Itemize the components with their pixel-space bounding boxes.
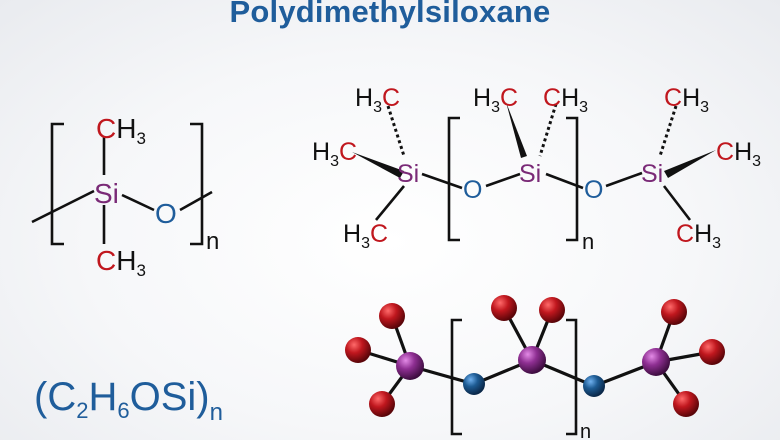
silicon-atom: Si <box>641 160 663 188</box>
left-bracket <box>50 122 64 246</box>
chain-bonds <box>352 102 716 242</box>
carbon-ball <box>673 391 699 417</box>
silicon-atom: Si <box>397 160 419 188</box>
methyl-group: H3C <box>343 220 388 252</box>
methyl-group: H3C <box>473 84 518 116</box>
repeat-unit-structure: CH3 Si O CH3 n <box>31 113 219 280</box>
model-left-bracket <box>450 318 462 436</box>
carbon-ball <box>491 295 517 321</box>
repeat-count-label: n <box>206 228 219 255</box>
silicon-atom: Si <box>519 160 541 188</box>
model-right-bracket <box>566 318 578 436</box>
methyl-group: CH3 <box>676 220 721 252</box>
oxygen-atom: O <box>155 198 177 229</box>
chain-skeletal-structure: H3C H3C H3C Si O H3C CH3 Si O n CH3 CH3 … <box>312 84 761 254</box>
right-bracket <box>190 122 204 246</box>
model-repeat-label: n <box>580 421 591 440</box>
chain-left-bracket <box>447 116 460 242</box>
methyl-group: H3C <box>312 138 357 170</box>
methyl-group: CH3 <box>664 84 709 116</box>
carbon-ball <box>539 297 565 323</box>
carbon-ball <box>699 339 725 365</box>
oxygen-atom: O <box>463 176 482 204</box>
chain-right-bracket <box>566 116 579 242</box>
carbon-ball <box>345 337 371 363</box>
carbon-ball <box>379 303 405 329</box>
carbon-ball <box>369 391 395 417</box>
methyl-group: CH3 <box>543 84 588 116</box>
top-methyl-group: CH3 <box>96 113 146 148</box>
silicon-ball <box>518 346 546 374</box>
molecular-formula: (C2H6OSi)n <box>34 375 223 426</box>
page-title: Polydimethylsiloxane <box>229 0 551 29</box>
silicon-ball <box>642 348 670 376</box>
oxygen-atom: O <box>584 176 603 204</box>
ball-and-stick-model: n <box>345 295 725 440</box>
methyl-group: H3C <box>355 84 400 116</box>
oxygen-ball <box>463 373 485 395</box>
repeat-unit-bonds <box>31 122 213 246</box>
oxygen-ball <box>583 375 605 397</box>
chain-repeat-label: n <box>582 229 594 254</box>
bottom-methyl-group: CH3 <box>96 245 146 280</box>
carbon-ball <box>661 299 687 325</box>
silicon-atom: Si <box>94 178 119 209</box>
methyl-group: CH3 <box>716 138 761 170</box>
silicon-ball <box>396 352 424 380</box>
